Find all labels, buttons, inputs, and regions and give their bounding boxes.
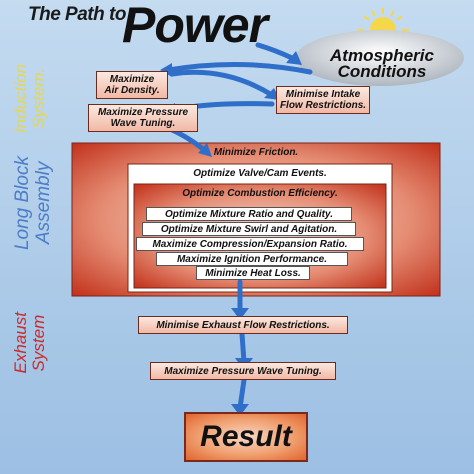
arrow-exhaust-to-wave bbox=[239, 331, 247, 365]
result-box: Result bbox=[184, 412, 308, 462]
box-heat-loss: Minimize Heat Loss. bbox=[196, 266, 310, 280]
box-mixture-swirl: Optimize Mixture Swirl and Agitation. bbox=[142, 222, 356, 236]
title-main: Power bbox=[122, 0, 268, 53]
title-prefix: The Path to bbox=[28, 4, 126, 25]
side-label-long-block: Long Block Assembly bbox=[12, 156, 54, 251]
label-valve-cam: Optimize Valve/Cam Events. bbox=[193, 168, 327, 179]
box-mixture-ratio: Optimize Mixture Ratio and Quality. bbox=[146, 207, 352, 221]
cloud-icon bbox=[296, 30, 464, 86]
side-label-induction: Induction System. bbox=[11, 64, 48, 133]
arrow-wave-to-result bbox=[237, 377, 247, 411]
label-combustion: Optimize Combustion Efficiency. bbox=[182, 188, 338, 199]
box-pressure-wave-induction: Maximize Pressure Wave Tuning. bbox=[88, 104, 198, 132]
box-ignition: Maximize Ignition Performance. bbox=[156, 252, 348, 266]
side-label-exhaust: Exhaust System bbox=[11, 312, 48, 374]
arrow-density-to-intake bbox=[169, 69, 275, 98]
box-exhaust-restrictions: Minimise Exhaust Flow Restrictions. bbox=[138, 316, 348, 334]
box-air-density: Maximize Air Density. bbox=[96, 71, 168, 99]
box-compression-ratio: Maximize Compression/Expansion Ratio. bbox=[136, 237, 364, 251]
arrow-power-to-atm bbox=[255, 42, 295, 61]
box-exhaust-pressure-wave: Maximize Pressure Wave Tuning. bbox=[150, 362, 336, 380]
atmospheric-conditions-label: Atmospheric Conditions bbox=[330, 46, 434, 81]
label-friction: Minimize Friction. bbox=[213, 147, 299, 158]
box-intake-restrictions: Minimise Intake Flow Restrictions. bbox=[276, 86, 370, 114]
arrow-atm-to-density bbox=[165, 62, 313, 75]
